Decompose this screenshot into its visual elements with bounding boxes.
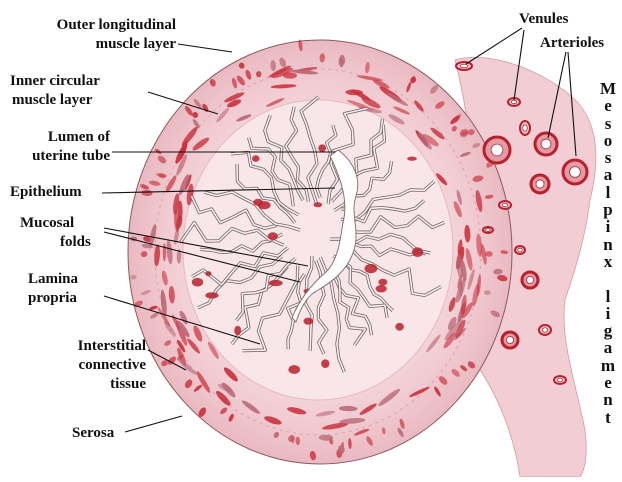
label-inner-circular-muscle: Inner circular muscle layer	[10, 72, 100, 110]
capillary	[205, 292, 218, 298]
arteriole-lumen	[541, 139, 551, 149]
capillary	[395, 323, 404, 331]
label-line: muscle layer	[10, 91, 100, 110]
muscle-nucleus	[484, 290, 490, 295]
arteriole-lumen	[570, 167, 581, 178]
label-line: connective	[4, 356, 146, 375]
capillary	[378, 279, 387, 286]
capillary	[269, 280, 283, 286]
venule-lumen	[523, 125, 528, 131]
leader-outer-longitudinal	[178, 44, 232, 52]
label-line: Mucosal	[20, 214, 91, 233]
label-letter: n	[597, 391, 619, 408]
label-line: tissue	[4, 375, 146, 394]
label-letter: t	[597, 409, 619, 426]
label-letter: s	[597, 149, 619, 166]
venule-lumen	[518, 248, 523, 252]
label-letter: o	[597, 132, 619, 149]
label-line: Lumen of	[2, 128, 110, 147]
label-letter: m	[597, 357, 619, 374]
label-lamina-propria: Lamina propria	[28, 270, 78, 308]
label-letter: e	[597, 97, 619, 114]
label-letter: n	[597, 236, 619, 253]
capillary	[304, 318, 314, 325]
label-mucosal-folds: Mucosal folds	[20, 214, 91, 252]
label-arterioles: Arterioles	[540, 34, 604, 53]
label-letter: a	[597, 339, 619, 356]
label-letter: g	[597, 322, 619, 339]
label-gap	[597, 270, 619, 287]
label-letter: e	[597, 374, 619, 391]
arteriole-lumen	[506, 336, 513, 343]
label-line: propria	[28, 289, 78, 308]
venule-lumen	[486, 229, 491, 232]
venule-lumen	[542, 328, 547, 333]
label-interstitial-connective-tissue: Interstitial connective tissue	[4, 337, 146, 394]
capillary	[205, 271, 211, 276]
arteriole-lumen	[526, 276, 533, 283]
label-letter: s	[597, 115, 619, 132]
label-letter: l	[597, 184, 619, 201]
leader-venule-1	[466, 28, 522, 64]
capillary	[318, 144, 326, 151]
label-line: uterine tube	[2, 147, 110, 166]
label-line: muscle layer	[6, 35, 176, 54]
capillary	[314, 202, 323, 207]
venule-lumen	[557, 378, 562, 382]
capillary	[365, 264, 378, 273]
capillary	[234, 326, 241, 336]
capillary	[192, 278, 203, 287]
capillary	[321, 359, 329, 368]
label-venules: Venules	[519, 10, 568, 29]
label-lumen: Lumen of uterine tube	[2, 128, 110, 166]
label-line: Interstitial	[4, 337, 146, 356]
muscle-nucleus	[485, 251, 492, 257]
venule-lumen	[502, 203, 507, 207]
label-serosa: Serosa	[72, 424, 114, 443]
label-line: Outer longitudinal	[6, 16, 176, 35]
capillary	[412, 247, 423, 257]
label-line: Lamina	[28, 270, 78, 289]
label-letter: M	[597, 80, 619, 97]
label-letter: i	[597, 218, 619, 235]
label-line: folds	[20, 233, 91, 252]
label-outer-longitudinal-muscle: Outer longitudinal muscle layer	[6, 16, 176, 54]
label-letter: x	[597, 253, 619, 270]
label-letter: p	[597, 201, 619, 218]
capillary	[252, 155, 259, 162]
capillary	[407, 157, 417, 161]
label-epithelium: Epithelium	[10, 183, 82, 202]
capillary	[288, 365, 300, 374]
label-line: Inner circular	[10, 72, 100, 91]
venule-lumen	[511, 100, 516, 104]
capillary	[376, 285, 387, 292]
label-mesosalpinx-ligament: Mesosalpinx ligament	[597, 80, 619, 426]
label-letter: l	[597, 288, 619, 305]
venule-lumen	[460, 64, 467, 68]
capillary	[268, 232, 278, 240]
arteriole-lumen	[536, 180, 544, 188]
leader-serosa	[125, 416, 182, 432]
label-letter: a	[597, 166, 619, 183]
arteriole-lumen	[491, 144, 503, 156]
label-letter: i	[597, 305, 619, 322]
capillary	[253, 199, 263, 206]
